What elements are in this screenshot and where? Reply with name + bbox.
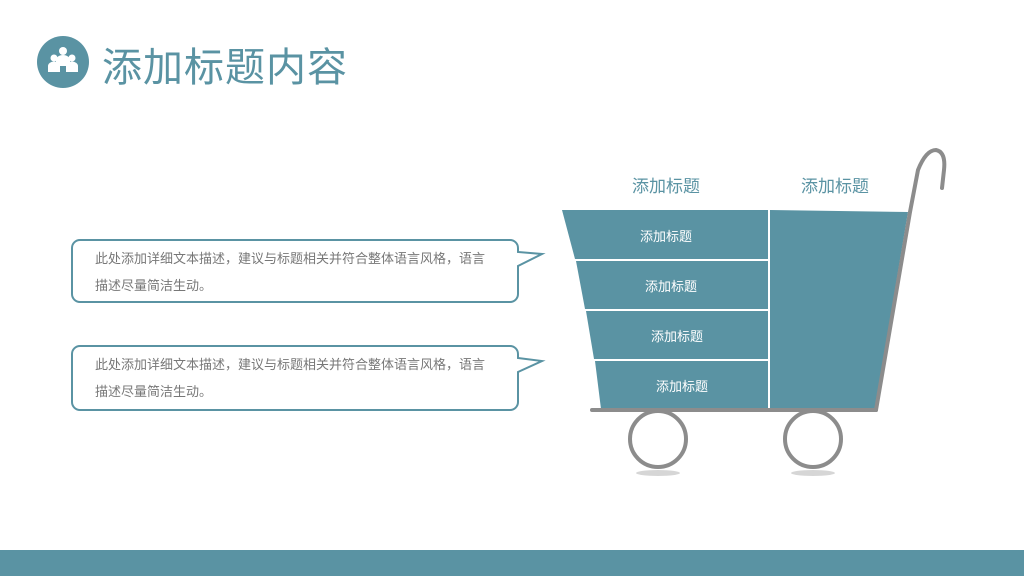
bubble-2-text: 此处添加详细文本描述，建议与标题相关并符合整体语言风格，语言描述尽量简洁生动。	[95, 358, 486, 400]
cart-band-2	[576, 261, 768, 309]
cart-band-1	[562, 210, 768, 259]
wheel-right	[783, 409, 843, 469]
cart-handle	[874, 148, 947, 412]
cart-band-1-label: 添加标题	[639, 230, 692, 245]
page-title: 添加标题内容	[102, 45, 348, 91]
header-icon-circle	[37, 36, 89, 88]
cart-column-title-right: 添加标题	[801, 177, 869, 197]
cart-band-3-label: 添加标题	[650, 330, 703, 345]
people-group-icon	[48, 47, 78, 72]
speech-bubble-2	[71, 345, 546, 411]
footer-bar	[0, 550, 1024, 576]
cart-band-2-label: 添加标题	[644, 280, 697, 295]
cart-right-panel	[770, 210, 908, 409]
wheel-shadow-left	[636, 470, 680, 476]
bubble-1-text: 此处添加详细文本描述，建议与标题相关并符合整体语言风格，语言描述尽量简洁生动。	[95, 252, 486, 294]
wheel-left	[628, 409, 688, 469]
cart-band-3	[586, 311, 768, 359]
cart-column-title-left: 添加标题	[632, 177, 700, 197]
wheel-shadow-right	[791, 470, 835, 476]
cart-band-4	[595, 361, 768, 409]
cart-band-4-label: 添加标题	[655, 380, 708, 395]
speech-bubble-1	[71, 239, 546, 303]
